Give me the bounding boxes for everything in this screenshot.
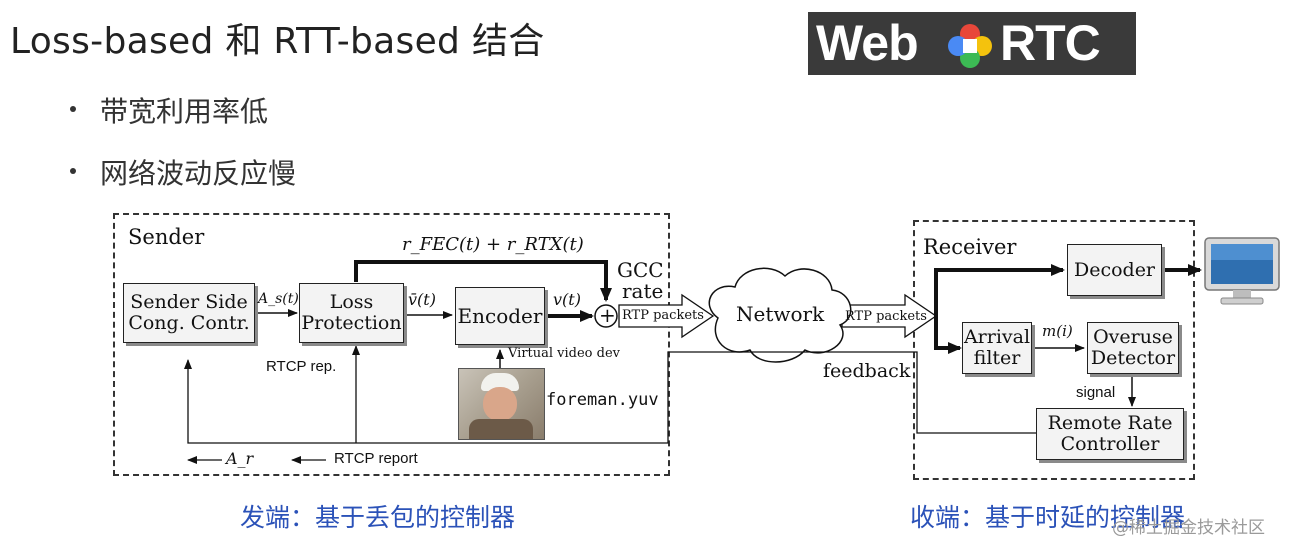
m-i-label: m(i)	[1042, 322, 1073, 340]
sender-side-cc-box: Sender Side Cong. Contr.	[123, 283, 255, 343]
monitor-icon	[1204, 237, 1280, 305]
receiver-label: Receiver	[923, 235, 1017, 259]
gcc-label: GCC	[617, 258, 664, 282]
network-cloud	[708, 267, 852, 363]
remote-rate-controller-box: Remote Rate Controller	[1036, 408, 1184, 460]
signal-label: signal	[1076, 384, 1116, 401]
logo-rtc-text: RTC	[1000, 15, 1101, 71]
rtcp-rep-label: RTCP rep.	[266, 358, 337, 375]
v-t-label: v(t)	[553, 290, 581, 309]
to-filter-path	[934, 316, 962, 354]
sum-node	[594, 304, 618, 328]
bullet-text: 网络波动反应慢	[100, 157, 297, 190]
bullet-dot	[70, 106, 76, 112]
bullet-text: 带宽利用率低	[100, 95, 269, 128]
as-t-label: A_s(t)	[258, 291, 299, 307]
face-shape	[483, 387, 517, 421]
rtp-arrow-sender	[618, 293, 715, 339]
fec-rtx-path	[354, 260, 612, 302]
loss-protection-box: Loss Protection	[299, 283, 404, 343]
feedback-label: feedback	[823, 360, 911, 382]
sender-label: Sender	[128, 225, 205, 249]
plus-sign: +	[599, 303, 616, 327]
feedback-loop	[184, 351, 1036, 444]
to-decoder-path	[934, 264, 1065, 316]
ar-label: A_r	[226, 449, 254, 468]
slide-title: Loss-based 和 RTT-based 结合	[10, 21, 545, 62]
foreman-video-thumbnail	[458, 368, 545, 440]
bullet-item: 带宽利用率低	[70, 90, 268, 130]
webrtc-flower-icon	[948, 24, 992, 68]
rtp-arrow-receiver	[841, 293, 938, 339]
watermark-text: @稀土掘金技术社区	[1112, 518, 1265, 538]
foreman-label: foreman.yuv	[546, 390, 659, 410]
sender-region	[113, 213, 670, 476]
rate-label: rate	[622, 279, 664, 303]
decoder-box: Decoder	[1067, 244, 1162, 296]
bullet-dot	[70, 168, 76, 174]
overuse-detector-box: Overuse Detector	[1087, 322, 1179, 374]
receiver-region	[913, 220, 1195, 480]
v-bar-label: v̄(t)	[408, 290, 436, 309]
shoulders-shape	[469, 419, 533, 439]
encoder-box: Encoder	[455, 287, 545, 345]
virtual-video-dev-label: Virtual video dev	[508, 346, 621, 361]
logo-web-text: Web	[816, 15, 919, 71]
rtp-packets-label-sender: RTP packets	[622, 308, 704, 323]
webrtc-logo: Web RTC	[808, 12, 1136, 75]
hard-hat-shape	[481, 373, 519, 391]
rtp-packets-label-receiver: RTP packets	[845, 309, 927, 324]
rtcp-report-label: RTCP report	[334, 450, 418, 467]
arrival-filter-box: Arrival filter	[962, 322, 1032, 374]
receiver-caption: 收端：基于时延的控制器	[910, 503, 1186, 532]
bullet-item: 网络波动反应慢	[70, 152, 296, 192]
sender-caption: 发端：基于丢包的控制器	[240, 503, 516, 532]
fec-rtx-label: r_FEC(t) + r_RTX(t)	[402, 234, 584, 255]
network-label: Network	[736, 302, 825, 326]
